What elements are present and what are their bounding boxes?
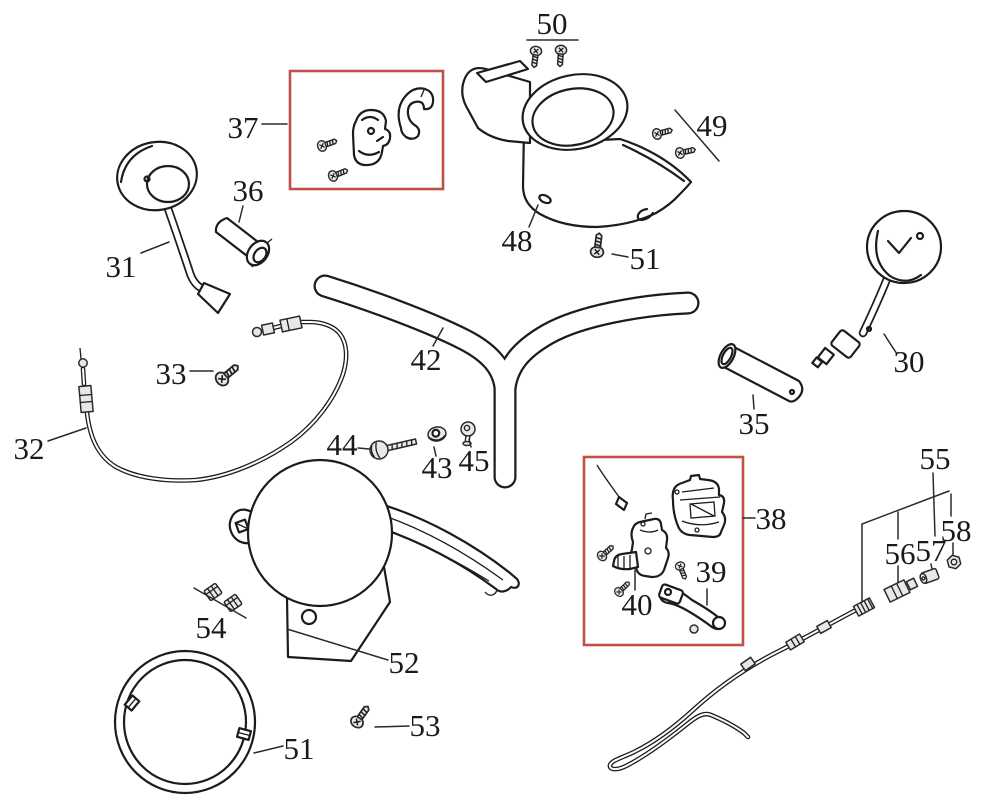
part-44-bolt — [369, 438, 418, 460]
part-35-grip — [717, 343, 804, 403]
label-58: 58 — [941, 513, 972, 548]
label-44: 44 — [327, 427, 359, 462]
part-48-headlight-upper-cover — [461, 59, 693, 229]
leader-lines — [47, 39, 954, 754]
label-50: 50 — [537, 6, 568, 41]
group-38-switch-assembly — [582, 455, 745, 647]
label-57: 57 — [916, 533, 947, 568]
label-51-rim: 51 — [284, 731, 315, 766]
group-37-throttle-housing-set — [288, 69, 445, 191]
label-40: 40 — [622, 587, 653, 622]
label-33: 33 — [156, 356, 187, 391]
part-42-handlebar — [313, 274, 700, 489]
label-49: 49 — [697, 108, 728, 143]
label-42: 42 — [411, 342, 442, 377]
label-48: 48 — [502, 223, 533, 258]
label-45: 45 — [459, 443, 490, 478]
label-43: 43 — [422, 450, 453, 485]
label-53: 53 — [410, 708, 441, 743]
highlight-box-38 — [582, 455, 745, 647]
part-56-cable-fitting — [883, 579, 911, 603]
part-30-mirror-right — [811, 209, 943, 369]
label-56: 56 — [885, 536, 916, 571]
cable-threaded-section — [852, 597, 876, 617]
part-31-mirror-left — [116, 140, 232, 315]
label-54: 54 — [196, 610, 228, 645]
part-36-throttle-grip-tube — [214, 216, 273, 268]
part-32-throttle-cable — [78, 315, 349, 483]
label-31: 31 — [106, 249, 137, 284]
label-32: 32 — [14, 431, 45, 466]
part-58-cable-nut — [946, 554, 962, 570]
part-45-cap-nut — [460, 421, 476, 447]
label-35: 35 — [739, 406, 770, 441]
label-52: 52 — [389, 645, 420, 680]
part-51-headlight-rim — [113, 649, 257, 795]
label-36: 36 — [233, 173, 264, 208]
part-labels: 50 49 37 36 31 48 51 30 42 35 33 32 44 4… — [14, 6, 972, 766]
part-55-speedometer-cable — [607, 577, 919, 772]
label-39: 39 — [696, 554, 727, 589]
label-30: 30 — [894, 344, 925, 379]
label-38: 38 — [756, 501, 787, 536]
label-37: 37 — [228, 110, 259, 145]
label-51-screw: 51 — [630, 241, 661, 276]
highlight-box-37 — [288, 69, 445, 191]
part-43-nut — [427, 426, 447, 442]
part-57-cable-nut — [919, 567, 940, 585]
part-52-headlight-case — [228, 458, 520, 663]
label-55: 55 — [920, 441, 951, 476]
